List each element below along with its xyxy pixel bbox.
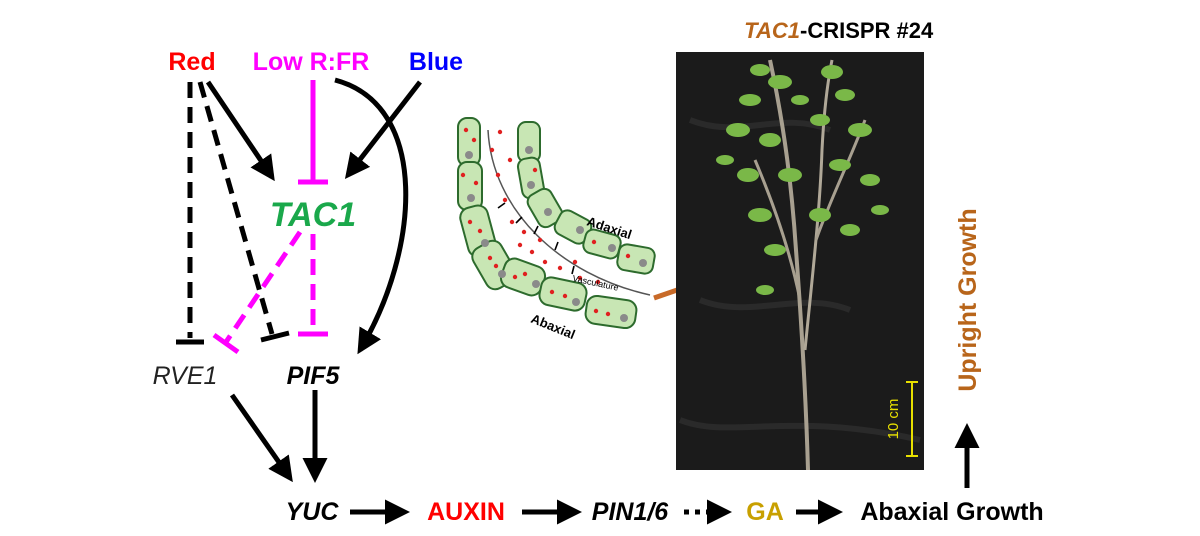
upright-growth-label: Upright Growth: [954, 208, 982, 391]
stem-branch: [803, 59, 834, 351]
yuc-label: YUC: [286, 498, 340, 526]
scale-bar-label: 10 cm: [885, 399, 902, 440]
leaves: [716, 64, 889, 295]
pif5-label: PIF5: [287, 362, 341, 390]
stem-cross-section: Adaxial Abaxial Vasculature: [457, 117, 656, 342]
auxin-dots: [460, 127, 631, 317]
ga-label: GA: [746, 498, 784, 526]
nucleus: [498, 270, 506, 278]
nucleus: [527, 181, 535, 189]
abaxial-growth-label: Abaxial Growth: [860, 498, 1043, 526]
nucleus: [639, 259, 647, 267]
red-activates-tac1-edge: [205, 80, 275, 182]
lowrfr-activates-pif5-edge: [334, 77, 409, 355]
vasculature-line: [487, 129, 651, 296]
low-rfr-label: Low R:FR: [253, 48, 370, 76]
red-inhibits-pif5-edge: [197, 81, 275, 335]
pif5-red-inhibition-bar: [260, 330, 290, 343]
nucleus: [532, 280, 540, 288]
nucleus: [481, 239, 489, 247]
main-stem: [768, 59, 810, 471]
pin-label: PIN1/6: [592, 498, 670, 526]
adaxial-cell: [526, 187, 564, 229]
abaxial-cell: [457, 161, 483, 211]
photo-title-rest: -CRISPR #24: [800, 18, 934, 43]
stem-branch: [753, 159, 802, 301]
rve1-label: RVE1: [153, 362, 218, 390]
adaxial-cell: [616, 243, 656, 275]
nucleus: [608, 244, 616, 252]
rve1-to-yuc-edge: [229, 393, 293, 483]
tac1-label: TAC1: [270, 196, 356, 234]
blue-light-label: Blue: [409, 48, 463, 76]
nucleus: [467, 194, 475, 202]
nucleus: [525, 146, 533, 154]
auxin-label: AUXIN: [427, 498, 505, 526]
abaxial-label: Abaxial: [529, 311, 578, 342]
transport-arrows: [497, 202, 575, 275]
nucleus: [620, 314, 628, 322]
photo-title-gene: TAC1: [744, 18, 800, 43]
blue-activates-tac1-edge: [344, 80, 422, 179]
nucleus: [576, 226, 584, 234]
red-light-label: Red: [168, 48, 215, 76]
tac1-inhibits-rve1-edge: [223, 230, 303, 344]
abaxial-cell: [584, 294, 638, 330]
plant-photo: 10 cm: [676, 52, 924, 471]
nucleus: [572, 298, 580, 306]
adaxial-cell: [517, 121, 541, 163]
rve1-tac1-inhibition-bar: [212, 332, 240, 355]
nucleus: [544, 208, 552, 216]
nucleus: [465, 151, 473, 159]
